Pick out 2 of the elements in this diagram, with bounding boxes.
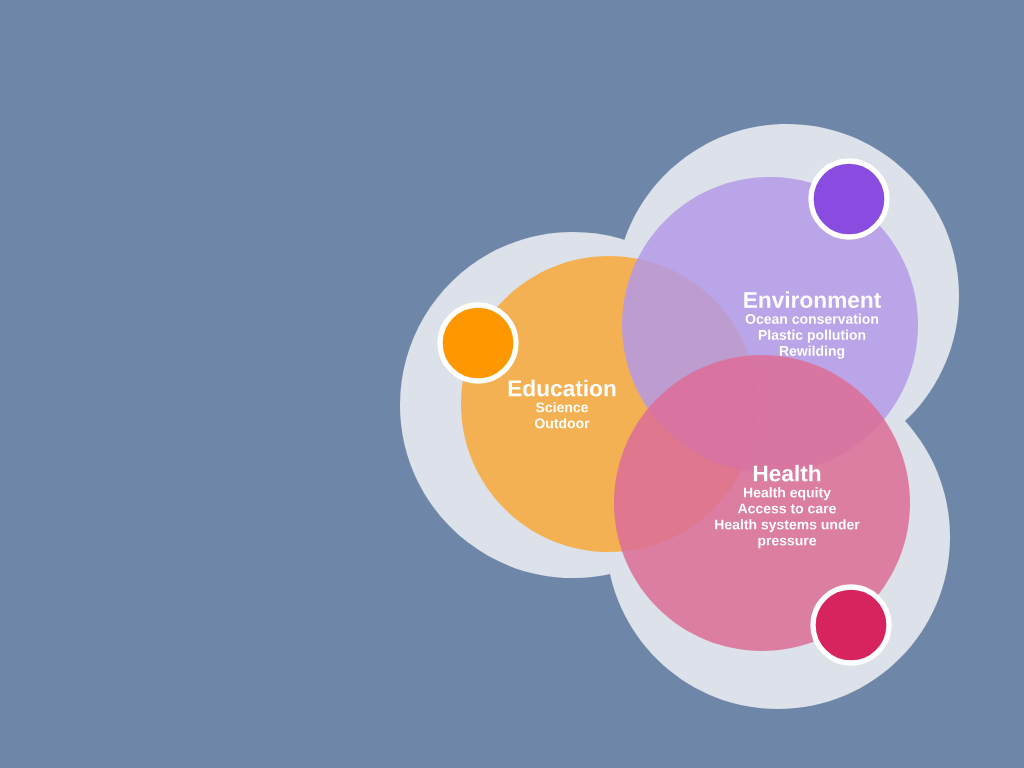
dot-marker: [810, 584, 892, 666]
dot-marker: [808, 158, 890, 240]
